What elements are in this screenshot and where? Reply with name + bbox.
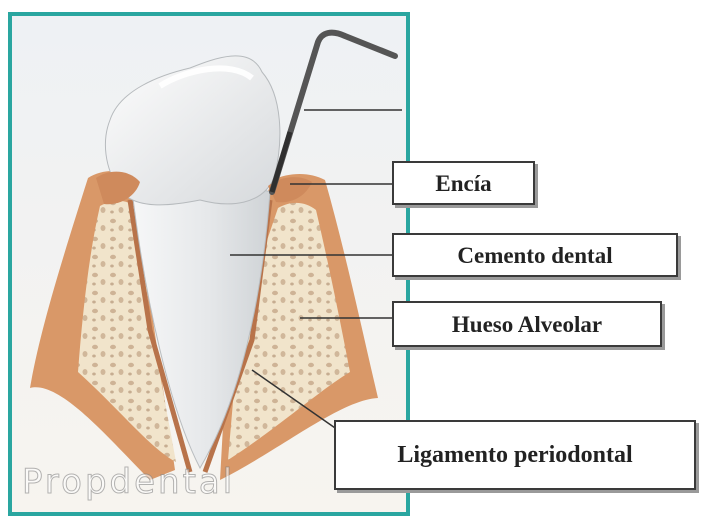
watermark: Propdental: [22, 462, 235, 502]
label-encia: Encía: [392, 161, 535, 205]
label-ligamento-periodontal: Ligamento periodontal: [334, 420, 696, 490]
label-hueso-alveolar: Hueso Alveolar: [392, 301, 662, 347]
label-cemento-dental: Cemento dental: [392, 233, 678, 277]
